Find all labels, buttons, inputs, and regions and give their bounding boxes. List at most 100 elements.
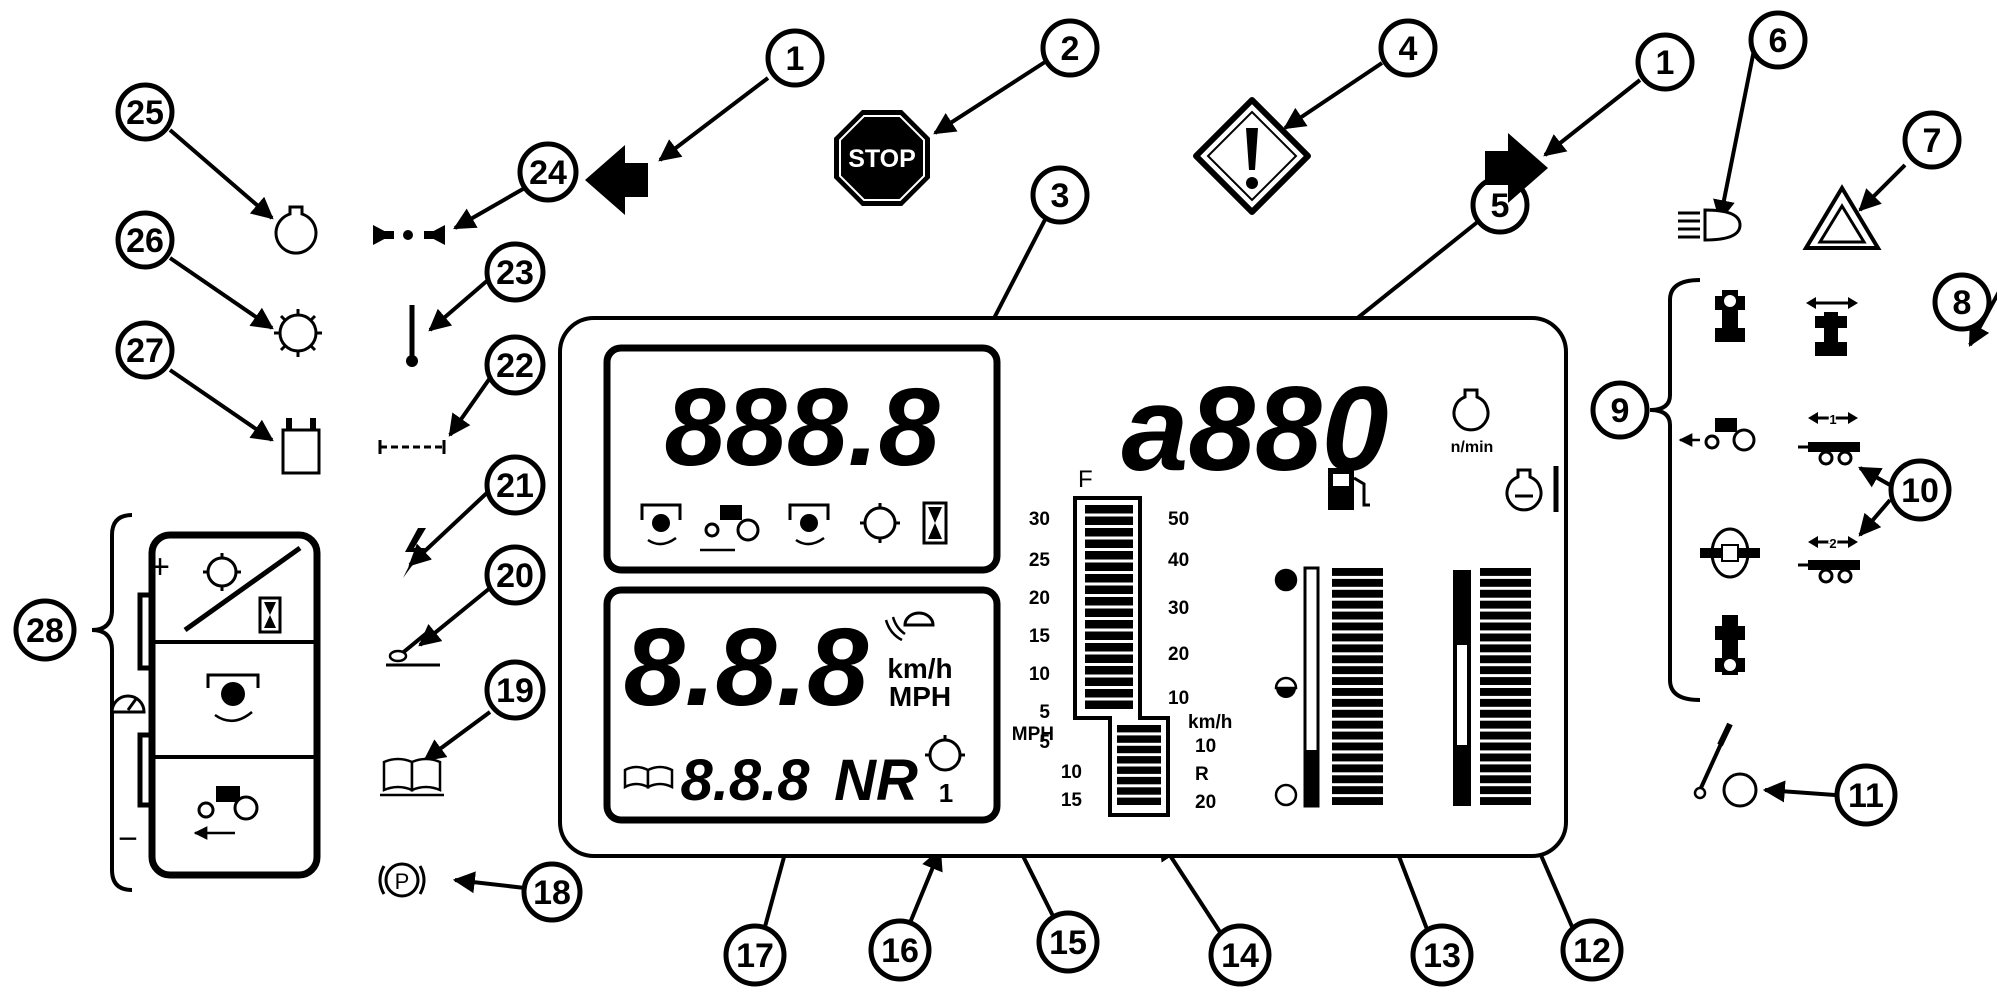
parking-brake-icon: P	[378, 862, 426, 898]
fuel-bar-segment	[1332, 677, 1383, 685]
callout-13: 13	[1410, 923, 1474, 987]
svg-text:4: 4	[1399, 30, 1418, 68]
svg-text:5: 5	[1039, 732, 1050, 753]
svg-text:26: 26	[126, 222, 164, 260]
speed-bar-segment	[1085, 539, 1133, 548]
svg-text:1: 1	[1829, 412, 1836, 427]
svg-text:22: 22	[496, 347, 534, 385]
callout-17: 17	[723, 923, 787, 987]
svg-text:19: 19	[496, 672, 534, 710]
speedometer-icon	[110, 694, 146, 714]
temp-bar-segments	[1480, 568, 1531, 805]
svg-text:5: 5	[1039, 702, 1050, 723]
speed-bar-segment	[1085, 643, 1133, 652]
speed-bar-segment	[1085, 505, 1133, 514]
f-label: F	[1078, 466, 1093, 493]
callout-25: 25	[115, 82, 175, 142]
fuel-bar-segment	[1332, 709, 1383, 718]
svg-text:+: +	[150, 548, 170, 586]
temp-bar-segment	[1480, 742, 1531, 751]
svg-text:13: 13	[1423, 937, 1461, 975]
hitch-icon	[378, 440, 446, 454]
svg-text:23: 23	[496, 254, 534, 292]
speed-bar-segment	[1085, 574, 1133, 583]
callout-26: 26	[115, 210, 175, 270]
svg-text:10: 10	[1901, 472, 1939, 510]
fuel-bar-segment	[1332, 786, 1383, 795]
svg-text:1: 1	[1656, 44, 1675, 82]
fuel-bar-segments	[1332, 568, 1383, 805]
temp-bar-segment	[1480, 709, 1531, 718]
svg-text:10: 10	[1195, 736, 1216, 757]
temp-bar-segment	[1480, 720, 1531, 729]
axle-icon	[640, 503, 682, 546]
speed-bar-segment	[1085, 700, 1133, 709]
svg-text:12: 12	[1573, 932, 1611, 970]
fuel-bar-segment	[1332, 633, 1383, 642]
temp-bar-segment	[1480, 797, 1531, 805]
speed-scale-left: 30 25 20 15 10 5 5 10 15	[1029, 509, 1083, 811]
rpm-unit: n/min	[1451, 439, 1494, 456]
speed-unit-mph: MPH	[889, 681, 951, 712]
svg-text:25: 25	[1029, 550, 1051, 571]
trailer-indicator-icon	[373, 225, 445, 245]
temp-bar-segment	[1480, 666, 1531, 675]
tractor-icon	[700, 505, 760, 552]
fuel-bar-segment	[1332, 688, 1383, 696]
bottom-lcd	[603, 586, 1001, 824]
speed-digits: 8.8.8	[624, 606, 869, 729]
pto-lever-icon	[386, 630, 440, 667]
temp-bar-segment	[1480, 786, 1531, 795]
callout-2: 2	[1040, 18, 1100, 78]
temp-bar-segment	[1480, 622, 1531, 631]
scale-kmh-label: km/h	[1188, 712, 1232, 733]
svg-text:1: 1	[786, 40, 805, 78]
speed-bar-segment	[1085, 654, 1133, 663]
speed-bar-segment	[1085, 689, 1133, 698]
fuel-bar-segment	[1332, 742, 1383, 751]
rpm-engine-icon	[1452, 388, 1490, 432]
svg-text:P: P	[395, 869, 410, 894]
fuel-bar-segment	[1332, 655, 1383, 664]
svg-text:10: 10	[1168, 688, 1189, 709]
svg-text:25: 25	[126, 94, 164, 132]
speed-bar-segments	[1085, 505, 1161, 805]
speed-bar-segment	[1117, 756, 1161, 764]
svg-text:11: 11	[1848, 777, 1884, 815]
speed-bar-segment	[1085, 620, 1133, 629]
gear-letters: NR	[834, 748, 918, 813]
arrow-left-icon	[585, 145, 648, 215]
svg-text:2: 2	[1061, 30, 1080, 68]
temp-bar-segment	[1480, 633, 1531, 642]
callout-24: 24	[517, 141, 579, 203]
fuel-bar-segment	[1332, 797, 1383, 805]
callout-14: 14	[1208, 923, 1272, 987]
temp-bar-segment	[1480, 600, 1531, 609]
fuel-bar-segment	[1332, 666, 1383, 675]
callout-18: 18	[521, 861, 583, 923]
callout-4: 4	[1378, 18, 1438, 78]
fuel-bar-segment	[1332, 720, 1383, 729]
trailer-steer-1-icon: 1	[1798, 411, 1860, 466]
callout-16: 16	[868, 918, 932, 982]
callout-12: 12	[1560, 918, 1624, 982]
fuel-level-marks	[1274, 568, 1298, 807]
svg-text:50: 50	[1168, 509, 1189, 530]
callout-27: 27	[115, 320, 175, 380]
temp-bar-segment	[1480, 568, 1531, 576]
air-filter-icon	[274, 309, 322, 357]
fuel-bar-segment	[1332, 731, 1383, 740]
callout-11: 11	[1834, 763, 1898, 827]
gear-icon	[860, 503, 900, 543]
hazard-triangle-icon	[1802, 184, 1882, 250]
temp-bar-segment	[1480, 611, 1531, 620]
engine-temp-icon	[1505, 466, 1559, 512]
svg-text:15: 15	[1049, 924, 1087, 962]
fuel-bar-segment	[1332, 568, 1383, 576]
svg-text:20: 20	[496, 557, 534, 595]
speed-bar-segment	[1085, 551, 1133, 560]
temp-bar-segment	[1480, 578, 1531, 587]
speed-bar-segment	[1085, 516, 1133, 525]
differential-lock-icon	[1700, 527, 1760, 579]
